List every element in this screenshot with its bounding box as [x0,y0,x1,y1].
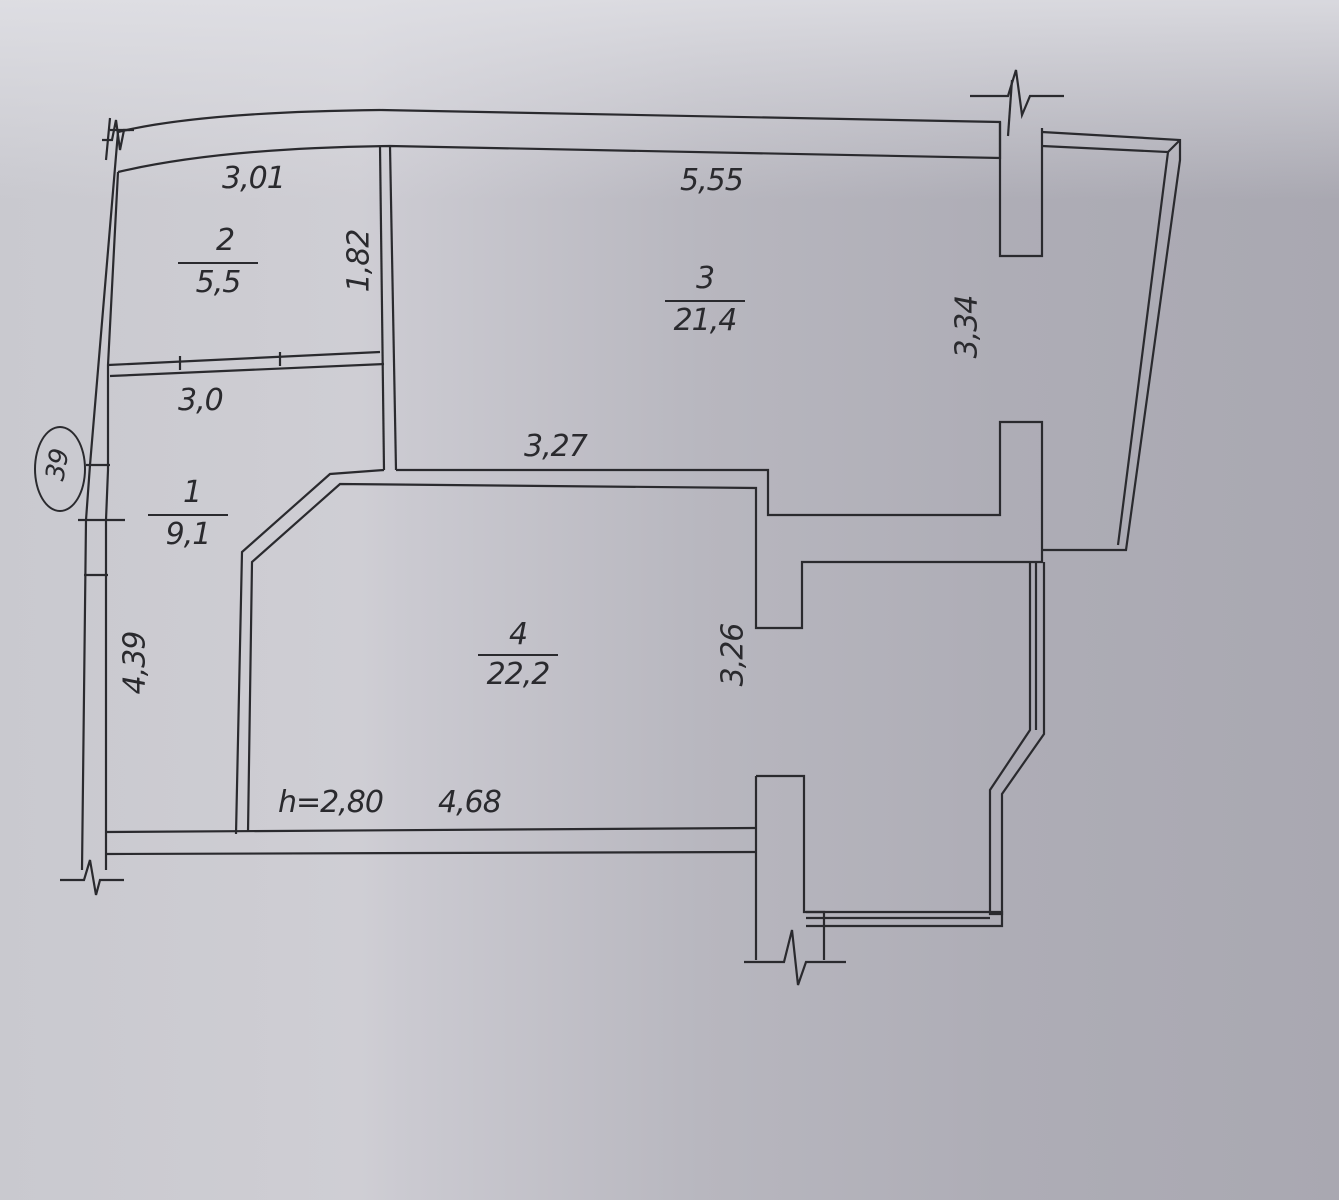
dim-room4-width: 4,68 [438,785,502,820]
partition-room2-room1 [107,350,385,378]
balcony-upper [1041,130,1182,552]
partition-room3-room4 [234,420,1044,835]
room-2-area: 5,5 [178,262,258,298]
axis-marker-circle [34,426,86,512]
break-mark-top-left [102,117,134,161]
paper-highlight [0,0,1339,200]
room-1-area: 9,1 [148,514,228,550]
lower-right-wall [988,562,1046,916]
bottom-exterior-wall [105,826,757,856]
room-3-number: 3 [695,261,715,296]
break-mark-bottom-left [60,859,124,896]
room-4-area: 22,2 [478,654,558,690]
dim-room1-depth: 4,39 [117,631,153,695]
axis-marker-label: 39 [40,447,76,483]
room-1-number: 1 [182,475,202,510]
left-exterior-wall [78,131,125,871]
dim-room2-depth: 1,82 [341,229,377,293]
partition-room2-room3 [378,145,398,471]
dim-room3-depth: 3,34 [949,295,985,359]
room-3-area: 21,4 [665,300,745,336]
ceiling-height-label: h=2,80 [278,785,384,820]
right-column-top [970,69,1064,258]
balcony-lower [806,910,1004,928]
right-column-bottom [744,774,846,986]
dim-room4-depth: 3,26 [715,623,751,687]
dim-room1-width: 3,0 [178,383,224,418]
room-4-number: 4 [508,617,528,652]
room-2-number: 2 [215,223,235,258]
dim-room3-lower-width: 3,27 [524,429,588,464]
dim-room2-width: 3,01 [222,161,286,196]
dim-room3-width: 5,55 [680,163,744,198]
